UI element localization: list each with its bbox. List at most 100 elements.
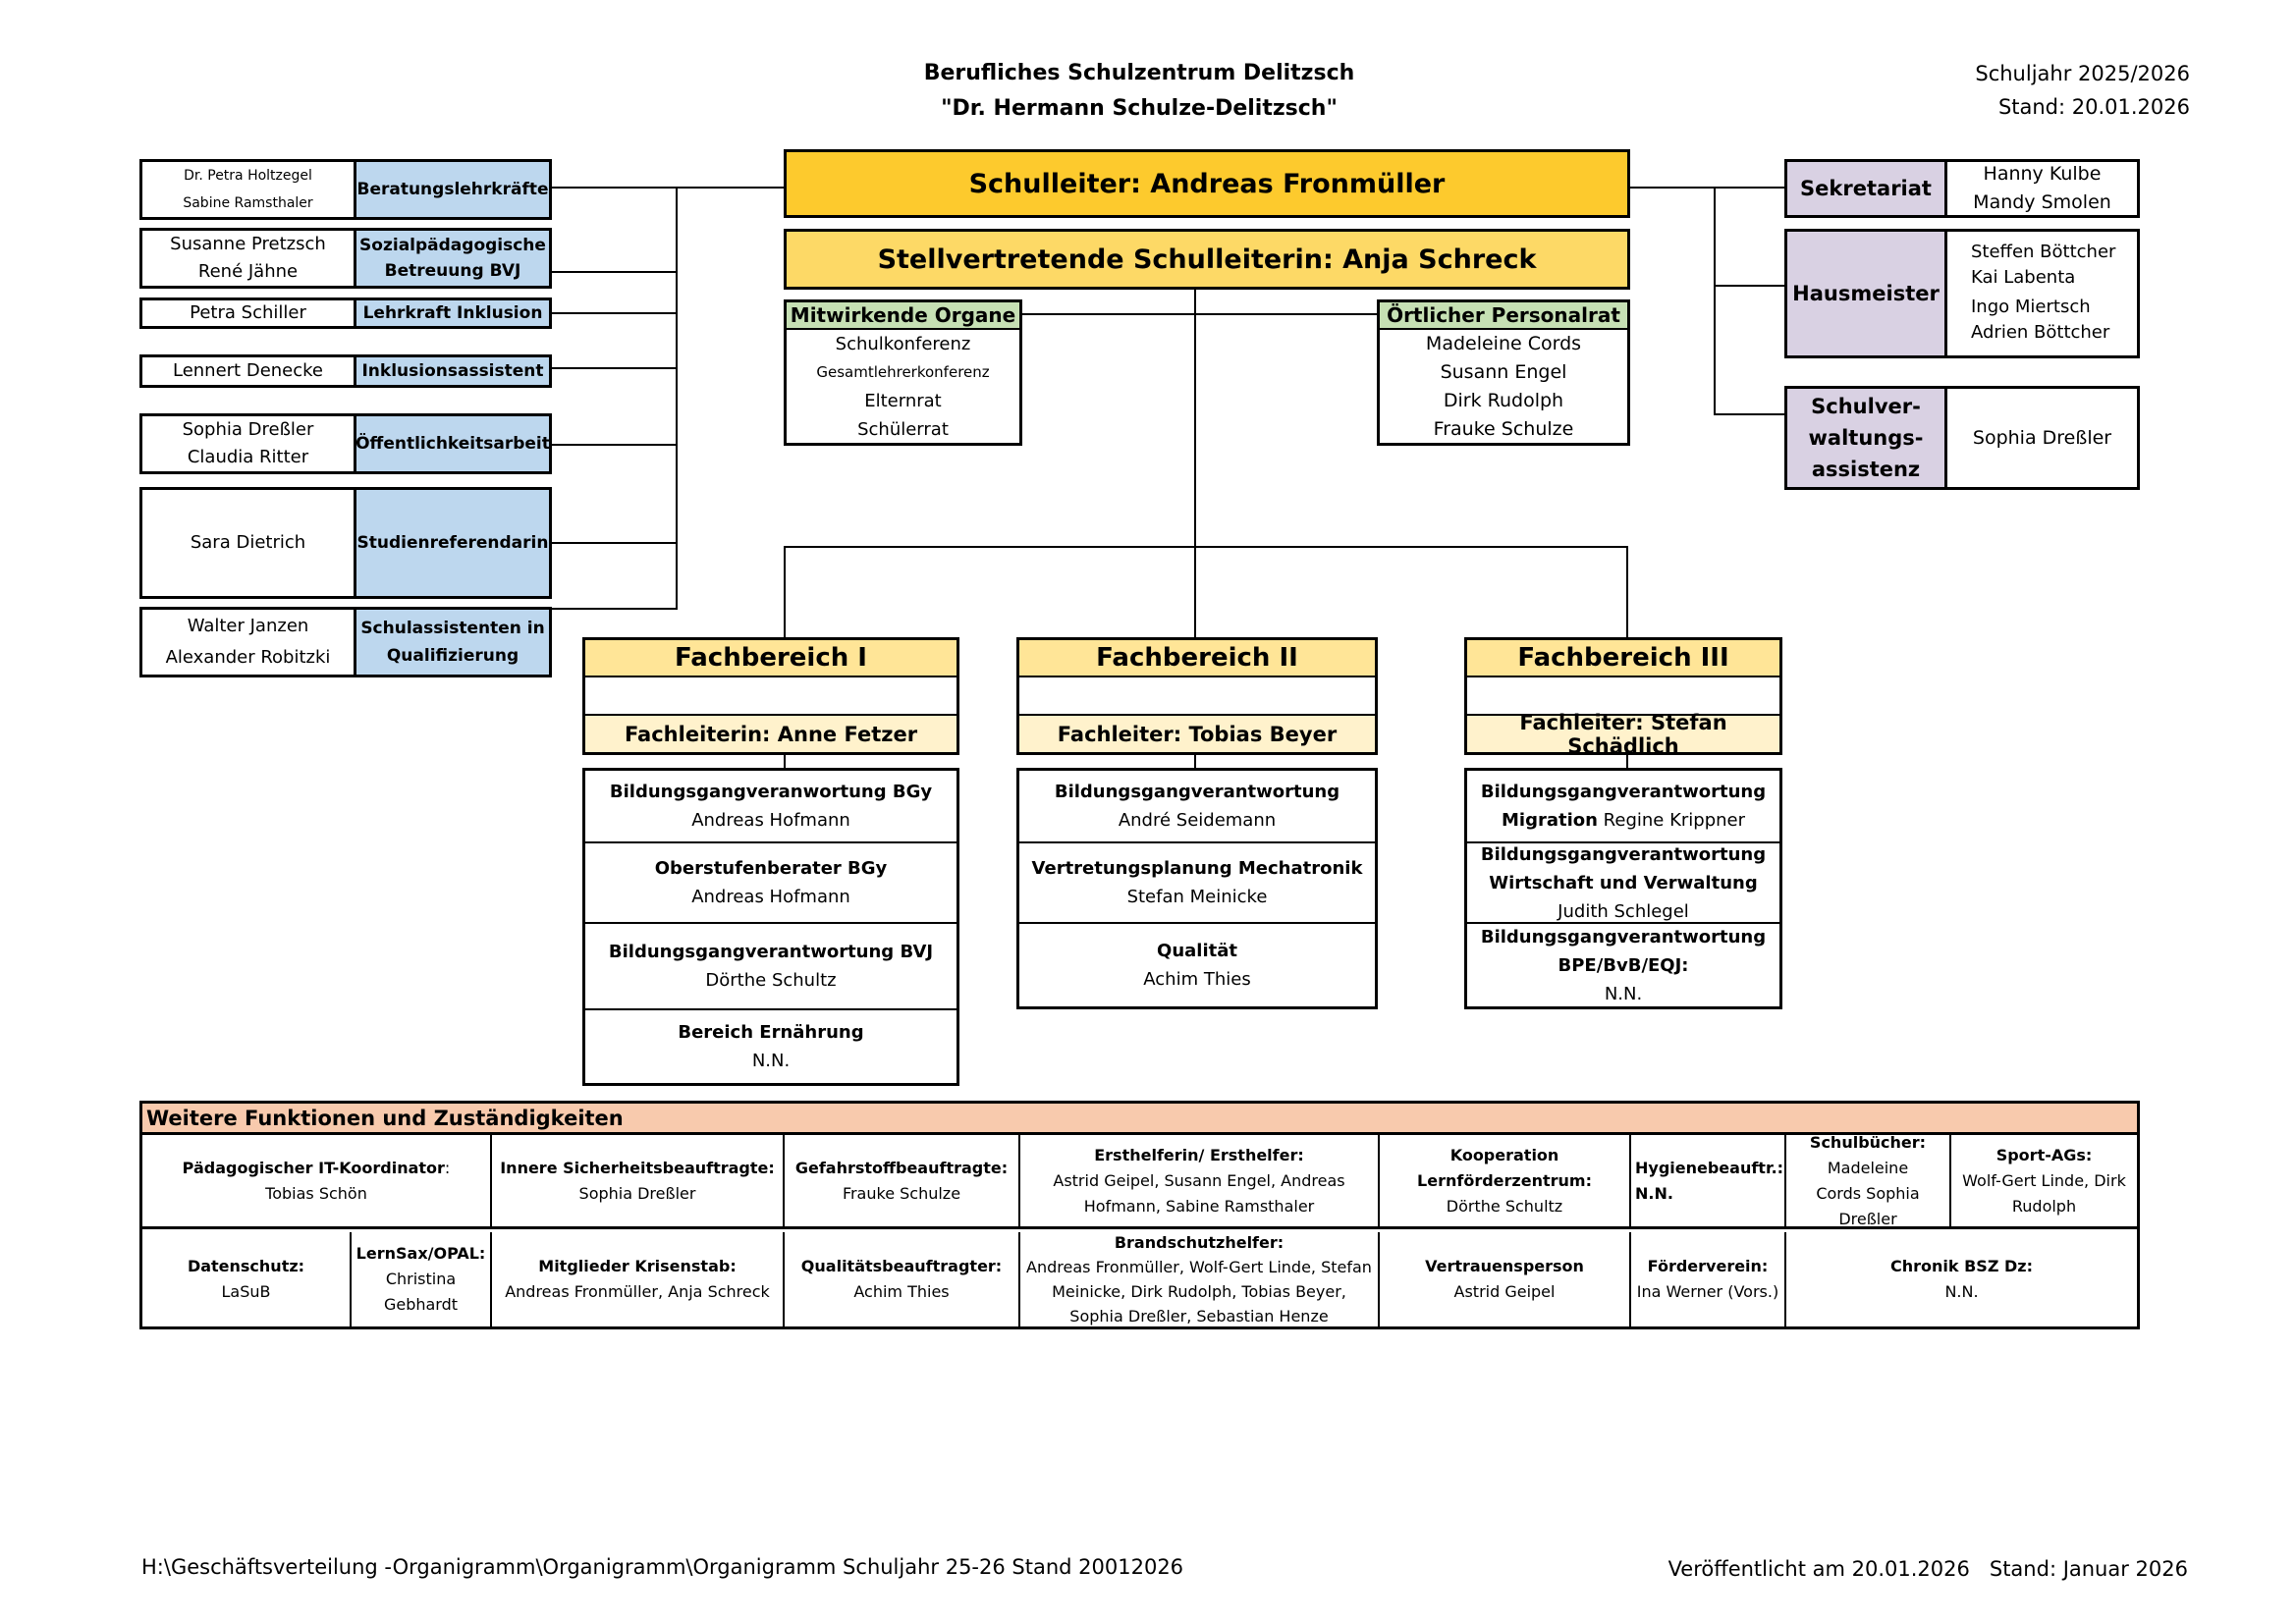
item-label-2: BPE/BvB/EQJ: xyxy=(1558,954,1689,976)
function-value: N.N. xyxy=(1635,1183,1673,1203)
connector xyxy=(552,444,678,446)
person-name: Petra Schiller xyxy=(190,302,306,323)
item-person: Stefan Meinicke xyxy=(1126,887,1268,907)
function-label: Chronik BSZ Dz: xyxy=(1890,1257,2033,1275)
function-value: Andreas Fronmüller, Wolf-Gert Linde, Ste… xyxy=(1026,1258,1372,1325)
function-value: Sophia Dreßler xyxy=(578,1183,696,1203)
function-label: Schulbücher: xyxy=(1809,1132,1927,1152)
stellvertretung-box: Stellvertretende Schulleiterin: Anja Sch… xyxy=(784,229,1630,290)
mitwirkende-organe-box: Mitwirkende Organe Schulkonferenz Gesamt… xyxy=(784,299,1022,446)
person-name: Mandy Smolen xyxy=(1973,191,2111,213)
function-label: Hygienebeauftr.: xyxy=(1635,1158,1784,1177)
function-value: Tobias Schön xyxy=(265,1183,367,1203)
item-person: Regine Krippner xyxy=(1603,810,1746,831)
item-label: Bildungsgangveranwortung BGy xyxy=(609,782,933,802)
role-label: Inklusionsassistent xyxy=(361,361,544,381)
connector xyxy=(1194,752,1196,770)
personalrat-box: Örtlicher Personalrat Madeleine Cords Su… xyxy=(1377,299,1630,446)
left-role-oeffentlichkeit: Sophia Dreßler Claudia Ritter Öffentlich… xyxy=(139,413,552,474)
function-cell: Chronik BSZ Dz: N.N. xyxy=(1786,1232,2137,1326)
function-value: Madeleine Cords Sophia Dreßler xyxy=(1816,1158,1920,1228)
role-label: Schulver-waltungs-assistenz xyxy=(1808,395,1924,481)
connector xyxy=(552,542,678,544)
weitere-funktionen-table: Weitere Funktionen und Zuständigkeiten P… xyxy=(139,1101,2140,1329)
function-value: Frauke Schulze xyxy=(842,1183,961,1203)
function-value: Astrid Geipel, Susann Engel, Andreas Hof… xyxy=(1053,1170,1345,1216)
fachleitung: Fachleiter: Stefan Schädlich xyxy=(1519,710,1727,758)
role-label: Öffentlichkeitsarbeit xyxy=(355,434,550,454)
fachbereich-1-items: Bildungsgangveranwortung BGy Andreas Hof… xyxy=(582,768,959,1086)
weitere-title: Weitere Funktionen und Zuständigkeiten xyxy=(146,1107,624,1130)
function-cell: Brandschutzhelfer: Andreas Fronmüller, W… xyxy=(1020,1232,1380,1326)
connector xyxy=(784,546,786,640)
organe-item: Schülerrat xyxy=(857,418,949,440)
function-cell: Pädagogischer IT-Koordinator: Tobias Sch… xyxy=(142,1135,492,1226)
stellvertretung-label: Stellvertretende Schulleiterin: Anja Sch… xyxy=(877,243,1537,275)
function-label: Förderverein: xyxy=(1647,1257,1769,1275)
function-label: Vertrauensperson xyxy=(1425,1257,1584,1275)
person-name: René Jähne xyxy=(197,261,299,282)
fachbereich-2-items: Bildungsgangverantwortung André Seideman… xyxy=(1016,768,1378,1009)
item-person: Andreas Hofmann xyxy=(691,887,850,907)
person-name: Susanne Pretzsch xyxy=(170,234,326,254)
stand-date: Stand: 20.01.2026 xyxy=(1997,95,2190,119)
connector xyxy=(784,546,1628,548)
left-role-sozialpaedagogik: Susanne Pretzsch René Jähne Sozialpädago… xyxy=(139,228,552,289)
schulleiter-box: Schulleiter: Andreas Fronmüller xyxy=(784,149,1630,218)
fachleitung: Fachleiter: Tobias Beyer xyxy=(1057,722,1338,746)
connector xyxy=(1714,413,1787,415)
role-label: Hausmeister xyxy=(1792,282,1940,305)
function-value: Wolf-Gert Linde, Dirk Rudolph xyxy=(1962,1170,2126,1216)
function-label: Kooperation Lernförderzentrum: xyxy=(1417,1145,1592,1190)
person-name: Hanny Kulbe xyxy=(1983,163,2102,185)
function-value: Astrid Geipel xyxy=(1453,1282,1556,1301)
function-cell: Datenschutz: LaSuB xyxy=(142,1232,352,1326)
connector xyxy=(1714,285,1787,287)
organe-title: Mitwirkende Organe xyxy=(790,303,1016,327)
fachbereich-title: Fachbereich I xyxy=(675,643,867,673)
function-cell: LernSax/OPAL: Christina Gebhardt xyxy=(352,1232,492,1326)
item-label: Bildungsgangverantwortung xyxy=(1480,782,1767,802)
item-person: N.N. xyxy=(751,1051,791,1071)
connector xyxy=(1194,546,1196,640)
connector xyxy=(784,752,786,770)
schulleiter-label: Schulleiter: Andreas Fronmüller xyxy=(968,168,1446,199)
item-label: Bereich Ernährung xyxy=(678,1022,864,1043)
item-label: Bildungsgangverantwortung xyxy=(1480,926,1767,947)
function-label: Sport-AGs: xyxy=(1995,1145,2093,1164)
connector xyxy=(676,187,678,609)
page-title-line1: Berufliches Schulzentrum Delitzsch xyxy=(923,61,1355,85)
function-label: Pädagogischer IT-Koordinator xyxy=(182,1158,445,1177)
role-label: Sekretariat xyxy=(1800,177,1932,200)
function-cell: Ersthelferin/ Ersthelfer: Astrid Geipel,… xyxy=(1020,1135,1380,1226)
connector xyxy=(552,312,678,314)
item-label: Bildungsgangverantwortung BVJ xyxy=(608,942,934,962)
fachbereich-3-items: Bildungsgangverantwortung Migration Regi… xyxy=(1464,768,1782,1009)
organe-item: Schulkonferenz xyxy=(835,333,971,354)
function-value: N.N. xyxy=(1944,1282,1979,1301)
footer-file-path: H:\Geschäftsverteilung -Organigramm\Orga… xyxy=(141,1555,1184,1579)
role-label: Studienreferendarin xyxy=(356,533,549,553)
function-value: LaSuB xyxy=(221,1282,271,1301)
person-name: Alexander Robitzki xyxy=(165,647,331,668)
connector xyxy=(552,187,786,189)
role-label: Schulassistenten in Qualifizierung xyxy=(360,619,545,666)
function-cell: Qualitätsbeauftragter: Achim Thies xyxy=(785,1232,1020,1326)
function-value: Dörthe Schultz xyxy=(1446,1196,1563,1216)
connector xyxy=(1194,288,1196,548)
connector xyxy=(1630,187,1787,189)
function-value: Ina Werner (Vors.) xyxy=(1636,1282,1779,1301)
function-cell: Förderverein: Ina Werner (Vors.) xyxy=(1631,1232,1786,1326)
person-name: Kai Labenta xyxy=(1971,267,2076,288)
left-role-schulassistenten: Walter Janzen Alexander Robitzki Schulas… xyxy=(139,607,552,677)
function-label-suffix: : xyxy=(444,1158,451,1177)
function-cell: Mitglieder Krisenstab: Andreas Fronmülle… xyxy=(492,1232,785,1326)
left-role-studienreferendarin: Sara Dietrich Studienreferendarin xyxy=(139,487,552,599)
right-role-hausmeister: Hausmeister Steffen Böttcher Kai Labenta… xyxy=(1784,229,2140,358)
role-label: Beratungslehrkräfte xyxy=(356,180,549,199)
organe-item: Elternrat xyxy=(864,390,942,411)
left-role-beratung: Dr. Petra Holtzegel Sabine Ramsthaler Be… xyxy=(139,159,552,220)
item-person: Dörthe Schultz xyxy=(705,970,837,991)
item-label: Vertretungsplanung Mechatronik xyxy=(1031,858,1363,879)
personalrat-member: Madeleine Cords xyxy=(1425,332,1582,354)
